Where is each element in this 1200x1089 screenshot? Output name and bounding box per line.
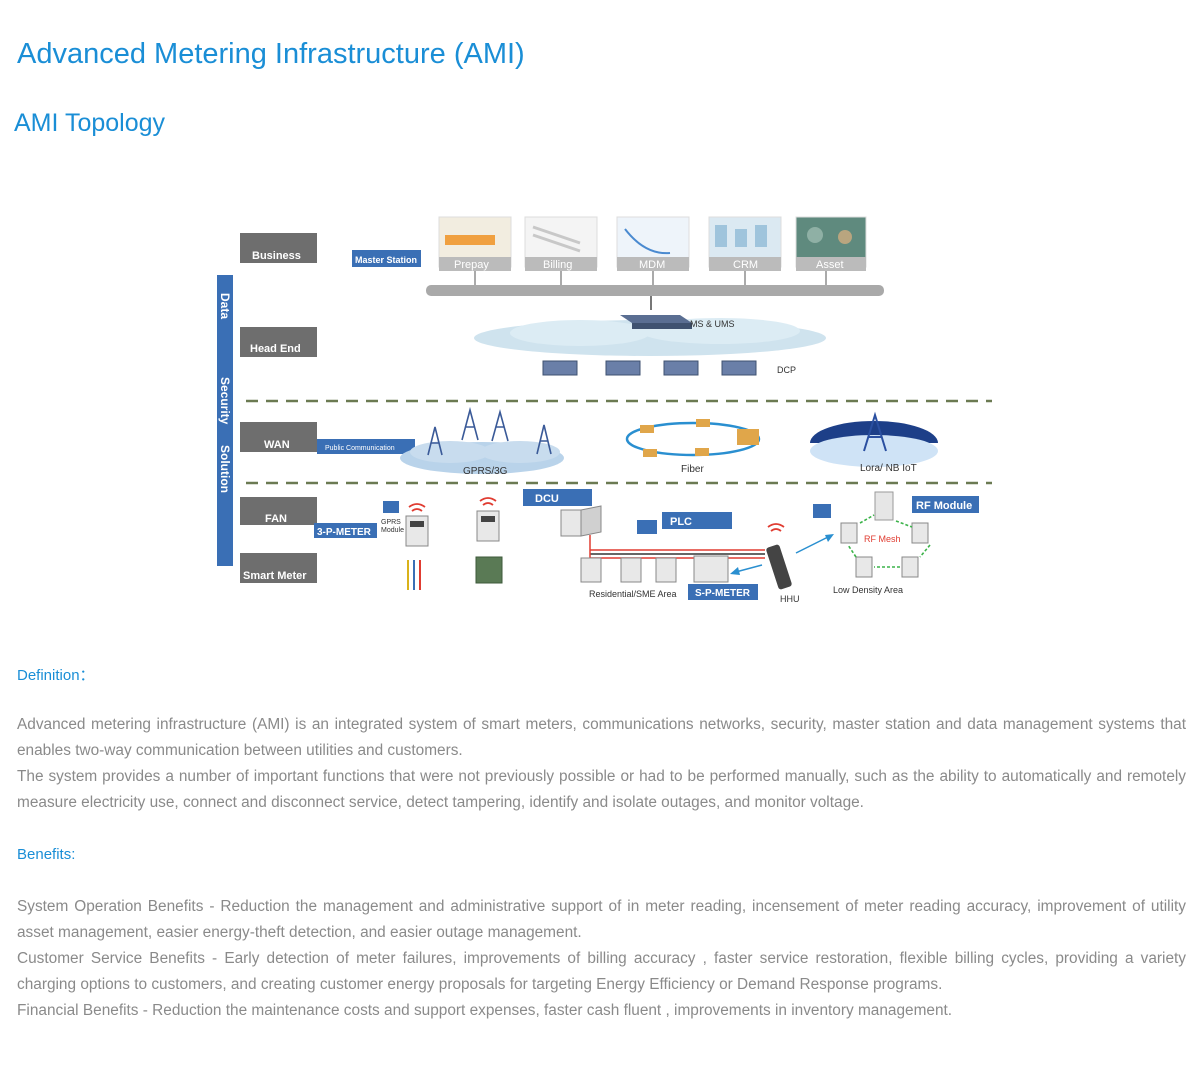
rf-mesh-label: RF Mesh — [864, 534, 901, 544]
master-station-label: Master Station — [355, 255, 417, 265]
layer-head-end-label: Head End — [250, 343, 301, 355]
plc-module-icon — [637, 520, 657, 534]
layer-business-label: Business — [252, 250, 301, 262]
meter-icon-2 — [476, 510, 500, 542]
app-mdm: MDM — [616, 216, 690, 287]
transformer-icon — [475, 556, 503, 584]
layer-business: Business — [240, 233, 317, 263]
lora-label: Lora/ NB IoT — [860, 463, 917, 474]
gprs-label: GPRS/3G — [463, 466, 508, 477]
app-asset-label: Asset — [816, 259, 844, 271]
sidebar-text-security: Security — [218, 377, 232, 425]
page-title: Advanced Metering Infrastructure (AMI) — [17, 38, 525, 70]
wifi-signal-icon-2 — [479, 497, 497, 506]
rf-module-icon — [813, 504, 831, 518]
plc-bus — [589, 535, 765, 559]
three-p-meter-tag — [314, 523, 377, 538]
public-communication-tag — [317, 439, 415, 454]
definition-body: Advanced metering infrastructure (AMI) i… — [17, 712, 1186, 816]
three-p-meter-label: 3-P-METER — [317, 527, 372, 538]
rf-module-tag — [912, 496, 979, 513]
arrow-to-rf — [795, 535, 831, 554]
benefit-paragraph: System Operation Benefits - Reduction th… — [17, 898, 1186, 941]
residential-meters — [580, 555, 729, 583]
handheld-unit-icon — [766, 544, 792, 590]
fiber-ring — [625, 419, 761, 457]
gprs-module-icon — [383, 501, 399, 513]
fiber-label: Fiber — [681, 464, 704, 475]
plc-label: PLC — [670, 516, 692, 528]
residential-label: Residential/SME Area — [589, 589, 677, 599]
low-density-label: Low Density Area — [833, 585, 903, 595]
layer-fan: FAN — [240, 497, 317, 525]
s-p-meter-tag — [688, 584, 758, 600]
business-bus — [426, 285, 884, 296]
antenna-tower-icon — [427, 406, 552, 456]
rf-module-label: RF Module — [916, 500, 972, 512]
app-asset: Asset — [795, 216, 867, 287]
dcu-label: DCU — [535, 493, 559, 505]
ami-topology-diagram: Data Security Solution Business Head End… — [217, 216, 992, 604]
ms-ums-label: MS & UMS — [690, 319, 735, 329]
server-icon — [620, 315, 692, 329]
app-mdm-label: MDM — [639, 259, 665, 271]
wires-icon — [407, 560, 421, 590]
layer-head-end: Head End — [240, 327, 317, 357]
benefit-paragraph: Financial Benefits - Reduction the maint… — [17, 1002, 953, 1019]
benefit-paragraph: Customer Service Benefits - Early detect… — [17, 950, 1186, 993]
hhu-label: HHU — [780, 594, 800, 604]
rf-concentrator — [874, 491, 894, 521]
rf-mesh-arrows — [847, 514, 931, 568]
wifi-signal-icon — [408, 503, 426, 512]
dcu-tag — [523, 489, 592, 506]
s-p-meter-label: S-P-METER — [695, 588, 751, 599]
layer-fan-label: FAN — [265, 513, 287, 525]
app-crm-label: CRM — [733, 259, 758, 271]
section-title-topology: AMI Topology — [14, 109, 166, 137]
definition-paragraph: The system provides a number of importan… — [17, 768, 1186, 811]
dcu-device — [560, 505, 602, 537]
app-billing-label: Billing — [543, 259, 572, 271]
rf-mesh-meters — [840, 522, 929, 578]
definition-paragraph: Advanced metering infrastructure (AMI) i… — [17, 716, 1186, 759]
app-crm: CRM — [708, 216, 782, 287]
layer-smart-meter: Smart Meter — [240, 553, 317, 583]
layer-wan-label: WAN — [264, 439, 290, 451]
meter-icon — [405, 515, 429, 547]
wifi-signal-icon-3 — [767, 523, 785, 532]
app-billing: Billing — [524, 216, 598, 287]
app-prepay: Prepay — [438, 216, 512, 287]
sidebar-text-solution: Solution — [218, 445, 232, 493]
security-sidebar — [217, 275, 233, 566]
plc-tag — [662, 512, 732, 529]
layer-smart-meter-label: Smart Meter — [243, 570, 307, 582]
public-communication-label: Public Communication — [325, 445, 395, 452]
definition-heading: Definition： — [17, 667, 95, 684]
app-prepay-label: Prepay — [454, 259, 489, 271]
master-station-tag — [352, 250, 421, 267]
benefits-heading: Benefits: — [17, 846, 76, 863]
layer-wan: WAN — [240, 422, 317, 452]
dcp-label: DCP — [777, 365, 796, 375]
lora-dome — [810, 411, 938, 467]
sidebar-text-data: Data — [218, 293, 232, 319]
dcp-servers — [542, 360, 757, 376]
benefits-body: System Operation Benefits - Reduction th… — [17, 894, 1186, 1024]
